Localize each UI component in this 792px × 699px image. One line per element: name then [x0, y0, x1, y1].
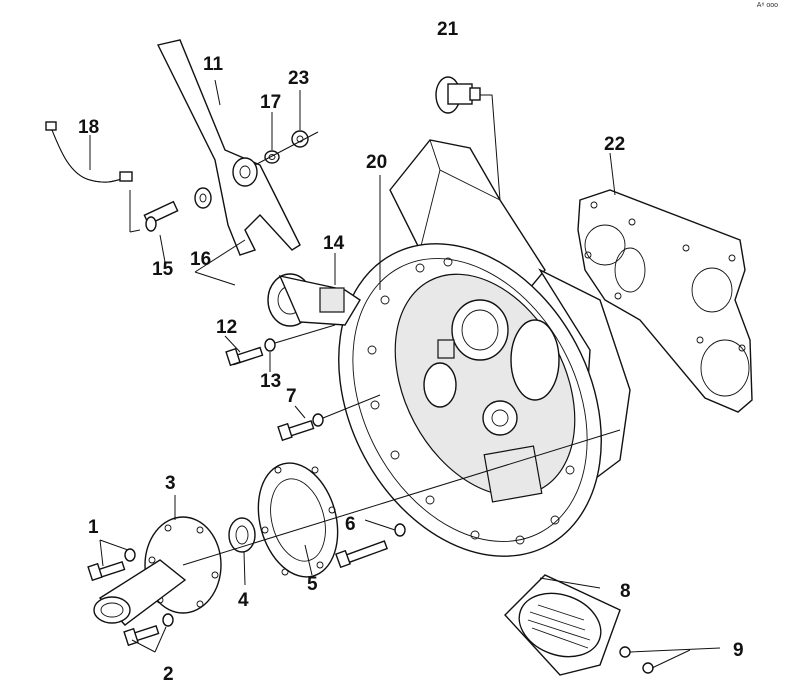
- callout-12: 12: [216, 317, 237, 338]
- inspection-cover-8: [504, 574, 621, 676]
- washer-17: [264, 150, 280, 164]
- corner-note: A⁸ ooo: [756, 2, 778, 9]
- callout-9: 9: [733, 640, 744, 661]
- callout-7: 7: [286, 386, 297, 407]
- callout-8: 8: [620, 581, 631, 602]
- callout-18: 18: [78, 117, 99, 138]
- callout-20: 20: [366, 152, 387, 173]
- release-carrier-14: [267, 273, 361, 327]
- callout-13: 13: [260, 371, 281, 392]
- adapter-gasket-5: [257, 462, 339, 578]
- bolt-6: [335, 523, 406, 569]
- seal-ring-4: [228, 517, 256, 553]
- callout-21: 21: [437, 19, 459, 40]
- pivot-pin-15: [143, 200, 179, 232]
- callout-2: 2: [163, 664, 174, 685]
- callout-6: 6: [345, 514, 356, 535]
- flywheel-housing: [338, 139, 631, 557]
- callout-5: 5: [307, 574, 318, 595]
- washer-16: [194, 187, 212, 209]
- callout-16: 16: [190, 249, 211, 270]
- callout-23: 23: [288, 68, 309, 89]
- callout-15: 15: [152, 259, 174, 280]
- bolt-7: [277, 413, 324, 442]
- washer-13: [264, 338, 276, 352]
- release-fork: [156, 39, 301, 256]
- bolt-12: [225, 346, 264, 367]
- callout-14: 14: [323, 233, 345, 254]
- callout-4: 4: [238, 590, 249, 611]
- callout-1: 1: [88, 517, 99, 538]
- housing-gasket: [577, 189, 753, 413]
- breather-plug: [435, 76, 481, 114]
- callout-11: 11: [203, 54, 224, 75]
- callout-22: 22: [604, 134, 625, 155]
- callout-3: 3: [165, 473, 176, 494]
- sensor-cable-18: [45, 121, 133, 183]
- bolt-1: [87, 548, 136, 582]
- callout-17: 17: [260, 92, 281, 113]
